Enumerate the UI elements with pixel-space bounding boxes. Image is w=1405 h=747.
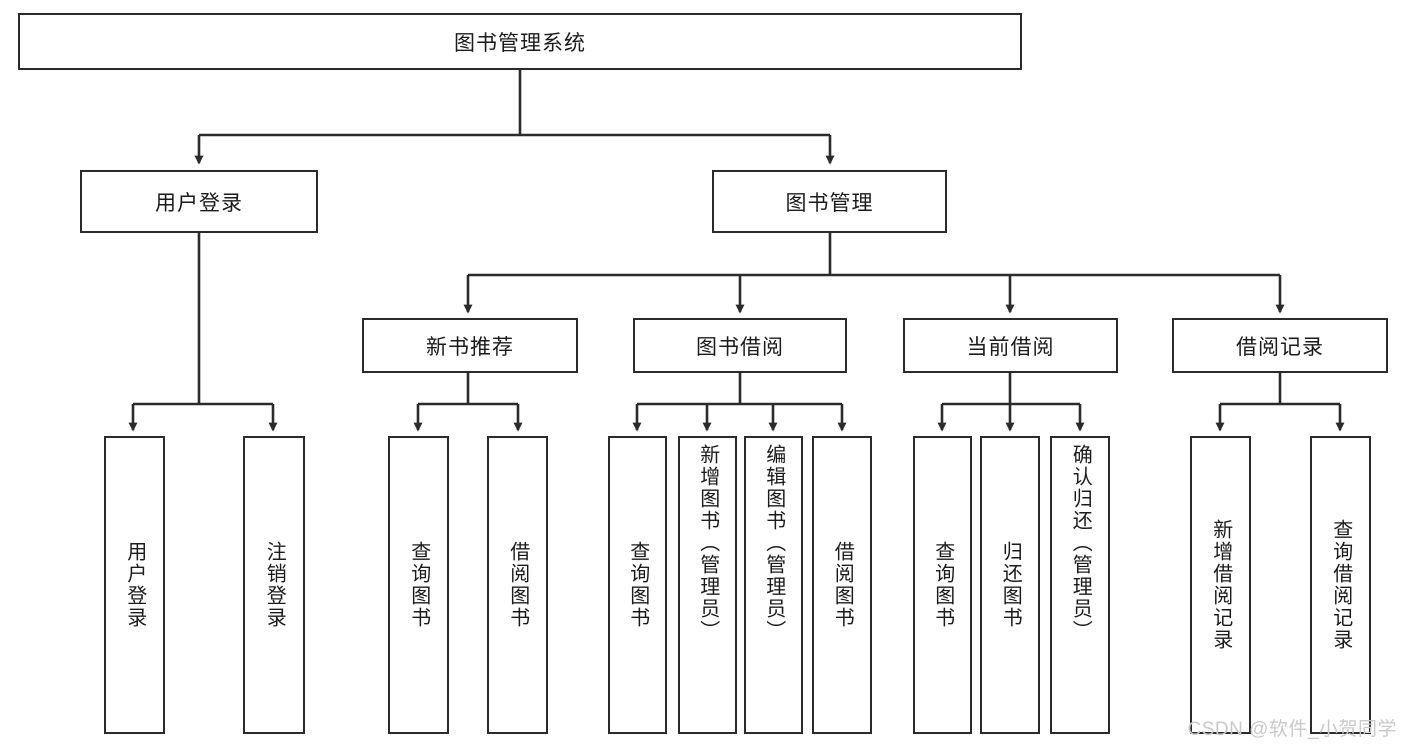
leaf-node[interactable]: 查询图书 — [388, 436, 449, 734]
node-root-label: 图书管理系统 — [454, 31, 586, 55]
leaf-node[interactable]: 用户登录 — [104, 436, 165, 734]
node-label: 图书借阅 — [696, 335, 784, 359]
leaf-node[interactable]: 查询借阅记录 — [1310, 436, 1371, 734]
leaf-label: 用户登录 — [123, 541, 146, 629]
node-book-borrow[interactable]: 图书借阅 — [633, 318, 847, 373]
leaf-label: 查询借阅记录 — [1329, 519, 1352, 651]
leaf-label: 注销登录 — [263, 541, 286, 629]
leaf-label: 确认归还（管理员） — [1069, 444, 1092, 642]
node-label: 借阅记录 — [1236, 335, 1324, 359]
node-book-management[interactable]: 图书管理 — [712, 170, 947, 233]
node-label: 新书推荐 — [426, 335, 514, 359]
leaf-node[interactable]: 归还图书 — [980, 436, 1040, 734]
node-borrow-record[interactable]: 借阅记录 — [1172, 318, 1388, 373]
node-current-borrow[interactable]: 当前借阅 — [903, 318, 1118, 373]
leaf-node[interactable]: 借阅图书 — [812, 436, 872, 734]
leaf-node[interactable]: 新增图书（管理员） — [678, 436, 737, 734]
leaf-label: 新增借阅记录 — [1209, 519, 1232, 651]
leaf-label: 查询图书 — [407, 541, 430, 629]
leaf-label: 查询图书 — [626, 541, 649, 629]
node-root-system[interactable]: 图书管理系统 — [18, 13, 1022, 70]
leaf-node[interactable]: 新增借阅记录 — [1190, 436, 1251, 734]
node-user-login[interactable]: 用户登录 — [80, 170, 318, 233]
leaf-node[interactable]: 借阅图书 — [487, 436, 548, 734]
node-label: 用户登录 — [155, 191, 243, 215]
node-label: 图书管理 — [785, 191, 874, 215]
leaf-node[interactable]: 注销登录 — [243, 436, 305, 734]
leaf-label: 新增图书（管理员） — [696, 444, 719, 642]
node-new-book-recommend[interactable]: 新书推荐 — [362, 318, 578, 373]
csdn-watermark: CSDN @软件_小贺同学 — [1187, 719, 1397, 740]
leaf-node[interactable]: 查询图书 — [608, 436, 667, 734]
leaf-label: 查询图书 — [931, 541, 954, 629]
leaf-node[interactable]: 编辑图书（管理员） — [744, 436, 803, 734]
leaf-label: 借阅图书 — [831, 541, 854, 629]
leaf-label: 借阅图书 — [506, 541, 529, 629]
leaf-label: 编辑图书（管理员） — [762, 444, 785, 642]
node-label: 当前借阅 — [966, 335, 1055, 359]
leaf-label: 归还图书 — [999, 541, 1022, 629]
leaf-node[interactable]: 查询图书 — [913, 436, 972, 734]
leaf-node[interactable]: 确认归还（管理员） — [1050, 436, 1110, 734]
